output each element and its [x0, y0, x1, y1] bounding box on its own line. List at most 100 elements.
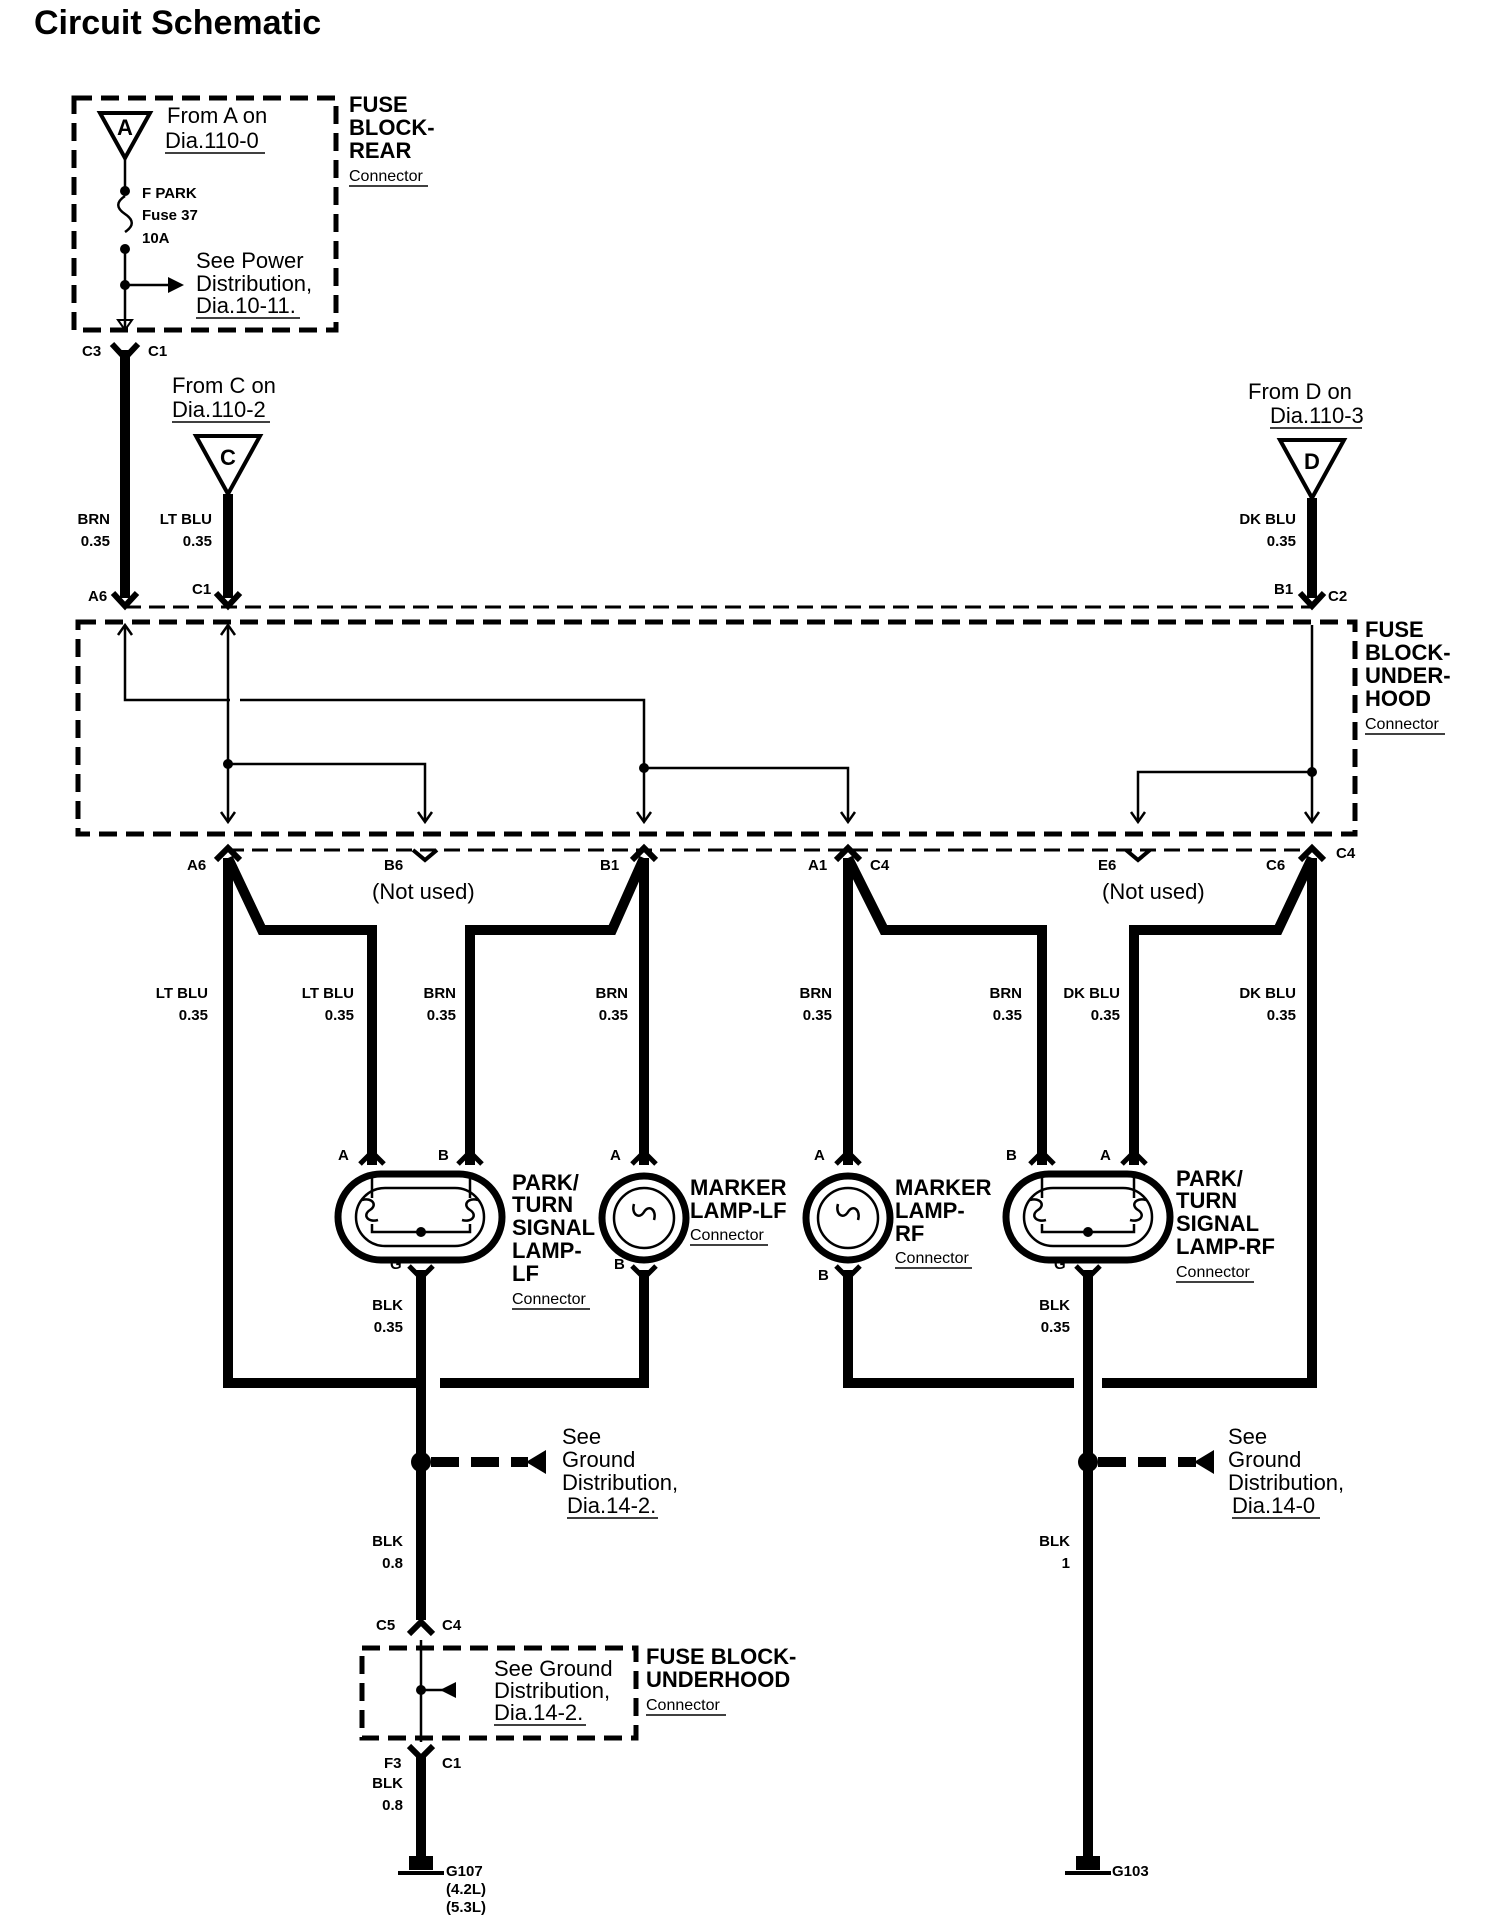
filament-icon	[461, 1198, 479, 1222]
lower-see2: Distribution,	[494, 1678, 610, 1703]
fuse-block-underhood-connector: Connector	[1365, 716, 1439, 733]
marker-lf-title1: MARKER	[690, 1175, 787, 1200]
source-c-triangle	[192, 434, 264, 499]
park-rf-connector: Connector	[1176, 1264, 1250, 1281]
wire-blk-left-color: BLK	[372, 1297, 403, 1314]
arrow-down-icon	[839, 811, 857, 825]
park-lf-title4: LAMP-	[512, 1238, 582, 1263]
ground-icon	[1076, 1856, 1100, 1870]
pin-b1: B1	[600, 857, 619, 874]
pin-c6: C6	[1266, 857, 1285, 874]
wire-blk-left3-color: BLK	[372, 1775, 403, 1792]
connector-arrow-icon	[116, 319, 134, 332]
connector-e6-icon	[1124, 848, 1152, 863]
ground-right-see1: See	[1228, 1424, 1267, 1449]
arrow-left-icon	[1194, 1450, 1214, 1474]
wire-blk-right-gauge: 0.35	[1041, 1319, 1070, 1336]
connector-pin-icon	[456, 1148, 484, 1166]
wire-blk-left-gauge: 0.35	[374, 1319, 403, 1336]
wire-mid-8-color: DK BLU	[1239, 985, 1296, 1002]
fuse-terminal-top	[120, 186, 130, 196]
pin-c5: C5	[376, 1617, 395, 1634]
source-c-letter: C	[220, 445, 236, 470]
arrow-up-icon	[116, 622, 134, 636]
wire-mid-8-gauge: 0.35	[1267, 1007, 1296, 1024]
lower-see3: Dia.14-2.	[494, 1700, 583, 1725]
park-lf-pin-b: B	[438, 1147, 449, 1164]
wire-brn-top-color: BRN	[78, 511, 111, 528]
marker-rf-title2: LAMP-	[895, 1198, 965, 1223]
park-rf-title4: LAMP-RF	[1176, 1234, 1275, 1259]
park-rf-title2: TURN	[1176, 1188, 1237, 1213]
fuse-block-rear-title1: FUSE	[349, 92, 408, 117]
park-lf-pin-a: A	[338, 1147, 349, 1164]
wire-dkblu-park-rf	[1129, 855, 1317, 1165]
wire-blk-left3-gauge: 0.8	[382, 1797, 403, 1814]
park-lf-title2: TURN	[512, 1192, 573, 1217]
arrow-right-icon	[168, 277, 184, 293]
pin-a6-bottom: A6	[187, 857, 206, 874]
fuse-block-rear-outline	[71, 95, 339, 333]
wire-mid-4-color: BRN	[596, 985, 629, 1002]
wire-mid-2-gauge: 0.35	[325, 1007, 354, 1024]
wire-mid-1-color: LT BLU	[156, 985, 208, 1002]
connector-c5-icon	[406, 1617, 436, 1637]
wire-ltblu-top-color: LT BLU	[160, 511, 212, 528]
ground-left-see4: Dia.14-2.	[567, 1493, 656, 1518]
not-used-label-left: (Not used)	[372, 879, 475, 904]
source-a-letter: A	[117, 115, 133, 140]
lower-see1: See Ground	[494, 1656, 613, 1681]
park-lf-ground-node	[416, 1227, 426, 1237]
lower-fuse-title1: FUSE BLOCK-	[646, 1644, 796, 1669]
source-c-text: From C on	[172, 373, 276, 398]
pin-c3: C3	[82, 343, 101, 360]
connector-c1-icon	[213, 590, 243, 611]
wire-mid-6-gauge: 0.35	[993, 1007, 1022, 1024]
fuse-block-underhood-lower-outline	[359, 1645, 639, 1741]
wire-ltblu-top-gauge: 0.35	[183, 533, 212, 550]
ground-g107-note1: (4.2L)	[446, 1881, 486, 1898]
power-dist-line1: See Power	[196, 248, 304, 273]
arrow-left-icon	[526, 1450, 546, 1474]
source-a-marker: A	[96, 111, 154, 163]
marker-lf-title2: LAMP-LF	[690, 1198, 787, 1223]
marker-rf-inner	[816, 1186, 880, 1250]
arrow-down-icon	[1129, 811, 1147, 825]
pin-c4-lower: C4	[442, 1617, 462, 1634]
connector-a6-icon	[110, 590, 140, 611]
arrow-down-icon	[635, 811, 653, 825]
park-lf-title3: SIGNAL	[512, 1215, 595, 1240]
source-d-text: From D on	[1248, 379, 1352, 404]
internal-wire-b6	[228, 762, 427, 820]
pin-f3: F3	[384, 1755, 402, 1772]
marker-lamp-rf: A B MARKER LAMP- RF Connector	[802, 1147, 992, 1284]
wire-marker-rf-return	[843, 1270, 1074, 1388]
pin-c4-right: C4	[1336, 845, 1356, 862]
connector-pin-icon	[630, 1264, 658, 1282]
filament-icon	[836, 1203, 860, 1221]
connector-pin-icon	[358, 1148, 386, 1166]
park-rf-pin-g: G	[1054, 1256, 1066, 1273]
splice-left	[411, 1452, 431, 1472]
pin-c4-left: C4	[870, 857, 890, 874]
connector-a1-icon	[833, 843, 863, 863]
wire-brn-top-gauge: 0.35	[81, 533, 110, 550]
wire-blk-right2-gauge: 1	[1062, 1555, 1070, 1572]
underhood-bottom-connectors: A6 B6 B1 A1 C4 E6 C6 C4 (Not used) (Not …	[187, 843, 1356, 904]
park-turn-lamp-lf: A B G PARK/ TURN SIGNAL LAMP- LF Connect…	[334, 1147, 595, 1310]
ground-g103: G103	[1112, 1863, 1149, 1880]
internal-wire-brn-b	[240, 698, 646, 768]
connector-pin-icon	[630, 1148, 658, 1166]
internal-wire-a1	[644, 766, 850, 820]
marker-lf-inner	[612, 1186, 676, 1250]
park-rf-housing	[1002, 1170, 1174, 1264]
wire-dkblu-top-color: DK BLU	[1239, 511, 1296, 528]
pin-b1-top: B1	[1274, 581, 1293, 598]
source-a-triangle	[96, 111, 154, 163]
fuse-block-rear-connector: Connector	[349, 168, 423, 185]
arrow-down-icon	[219, 811, 237, 825]
park-rf-title1: PARK/	[1176, 1166, 1243, 1191]
connector-pin-icon	[1028, 1148, 1056, 1166]
ground-right-see3: Distribution,	[1228, 1470, 1344, 1495]
fuse-rating: 10A	[142, 230, 170, 247]
